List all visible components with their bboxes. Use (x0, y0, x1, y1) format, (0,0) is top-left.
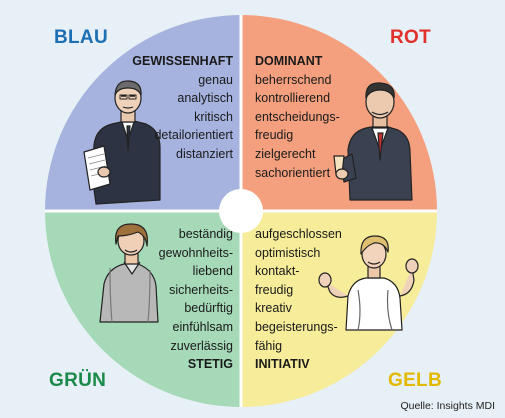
rot-trait: zielgerecht (255, 146, 316, 161)
label-rot: ROT (390, 27, 432, 48)
rot-text: DOMINANT beherrschend kontrollierend ent… (255, 52, 340, 182)
label-blau: BLAU (54, 27, 108, 48)
rot-trait: kontrollierend (255, 91, 331, 106)
gelb-trait: kreativ (255, 301, 292, 316)
quadrant-gelb (241, 211, 437, 407)
rot-trait: sachorientiert (255, 165, 331, 180)
gruen-text: beständig gewohnheits- liebend sicherhei… (159, 225, 233, 374)
gelb-trait: fähig (255, 338, 283, 353)
source-credit: Quelle: Insights MDI (400, 400, 495, 412)
rot-title: DOMINANT (255, 54, 323, 68)
man-with-papers-icon (83, 80, 161, 205)
blau-trait: genau (198, 72, 233, 87)
gruen-trait: liebend (192, 264, 233, 279)
center-hole (219, 189, 263, 233)
gruen-trait: bedürftig (184, 301, 233, 316)
label-gruen: GRÜN (49, 370, 107, 391)
gelb-trait: kontakt- (255, 264, 300, 279)
gruen-trait: gewohnheits- (158, 245, 233, 260)
woman-gesturing-icon (318, 235, 419, 331)
blau-trait: distanziert (176, 146, 233, 161)
rot-trait: beherrschend (255, 72, 332, 87)
gelb-trait: begeisterungs- (255, 319, 338, 334)
gelb-trait: freudig (255, 282, 294, 297)
gruen-trait: sicherheits- (169, 282, 233, 297)
gruen-trait: einfühlsam (172, 319, 233, 334)
blau-title: GEWISSENHAFT (132, 54, 233, 68)
gruen-title: STETIG (187, 357, 233, 372)
rot-trait: freudig (255, 128, 294, 143)
gelb-text: aufgeschlossen optimistisch kontakt- fre… (255, 225, 342, 374)
label-gelb: GELB (388, 370, 442, 391)
gelb-title: INITIATIV (255, 357, 310, 372)
blau-text: GEWISSENHAFT genau analytisch kritisch d… (132, 52, 233, 164)
gelb-trait: aufgeschlossen (255, 227, 342, 241)
blau-trait: analytisch (177, 91, 233, 106)
gruen-trait: zuverlässig (170, 338, 233, 353)
blau-trait: kritisch (194, 109, 233, 124)
gelb-trait: optimistisch (255, 245, 321, 260)
blau-trait: detailorientiert (154, 128, 233, 143)
rot-trait: entscheidungs- (255, 109, 340, 124)
gruen-trait: beständig (178, 227, 233, 241)
man-with-glass-icon (333, 82, 413, 201)
woman-icon (99, 223, 159, 323)
